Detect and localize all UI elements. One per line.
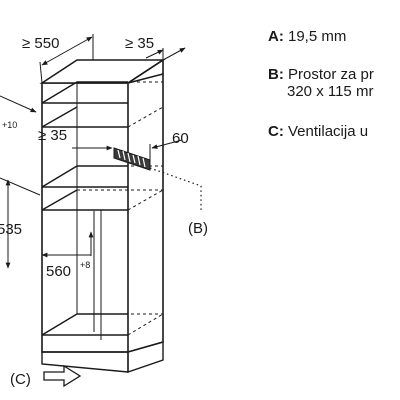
legend-text: Ventilacija u bbox=[288, 123, 369, 140]
dimension-lines bbox=[0, 34, 186, 269]
callout-c: (C) bbox=[10, 371, 31, 388]
legend-key: B: bbox=[268, 66, 284, 83]
leader-b bbox=[149, 167, 202, 212]
legend-key: C: bbox=[268, 123, 284, 140]
legend-text: 320 x 115 mr bbox=[287, 83, 374, 100]
vent-slot bbox=[113, 147, 151, 171]
legend-text: 19,5 mm bbox=[288, 28, 347, 45]
height-label: 535 bbox=[0, 221, 22, 238]
inner-gap-label: ≥ 35 bbox=[38, 127, 67, 144]
airflow-arrow bbox=[43, 364, 82, 388]
vent-width-label: 60 bbox=[172, 130, 189, 147]
legend-item-a: A: 19,5 mm bbox=[268, 28, 400, 45]
side-gap-label: ≥ 35 bbox=[125, 35, 154, 52]
legend-item-b: B: Prostor za pr 320 x 115 mr bbox=[268, 66, 400, 100]
cabinet-shelves bbox=[41, 81, 128, 340]
cabinet-outline bbox=[39, 59, 166, 354]
legend-text: Prostor za pr bbox=[288, 66, 374, 83]
height-sup-label: +10 bbox=[2, 120, 17, 130]
plinth bbox=[41, 341, 164, 373]
depth-label: ≥ 550 bbox=[22, 35, 59, 52]
niche-width-sup-label: +8 bbox=[80, 260, 90, 270]
hidden-lines bbox=[77, 68, 164, 336]
callout-b: (B) bbox=[188, 220, 208, 237]
legend-key: A: bbox=[268, 28, 284, 45]
niche-width-label: 560 bbox=[46, 263, 71, 280]
legend-item-c: C: Ventilacija u bbox=[268, 123, 400, 140]
